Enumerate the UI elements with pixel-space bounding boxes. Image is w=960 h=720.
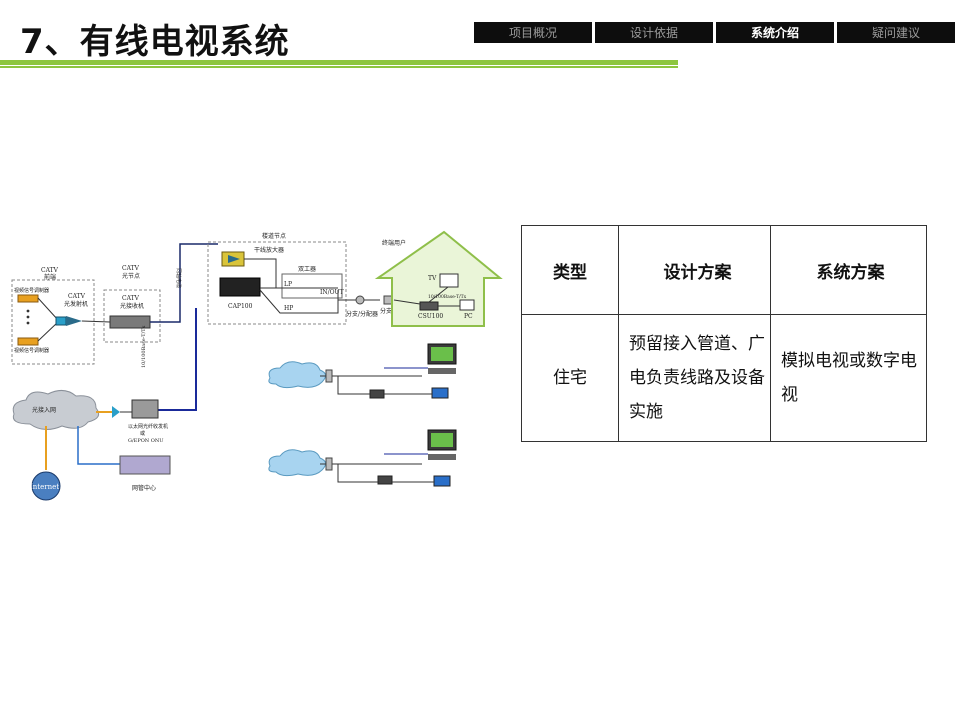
sub-cloud-2 (268, 449, 326, 477)
label-mod-1: 视频信号调制器 (14, 287, 49, 294)
headend-box (11, 279, 95, 365)
label-catv-tx: CATV (68, 293, 86, 300)
cap100-device (219, 277, 261, 297)
duplexer-box (281, 273, 343, 299)
header-divider-thick (0, 60, 678, 65)
label-internet: Internet (30, 483, 59, 491)
label-olt: 以太网光纤收发机 (128, 423, 168, 430)
label-hp: HP (284, 305, 293, 312)
catv-network-diagram: CATV 前端 视频信号调制器 视频信号调制器 CATV 光发射机 CATV 光… (8, 218, 508, 510)
cell-design: 预留接入管道、广电负责线路及设备实施 (618, 314, 771, 442)
label-link-home: 10/100Base-T/Tx (428, 294, 467, 300)
header-type: 类型 (521, 225, 619, 315)
tab-questions[interactable]: 疑问建议 (837, 22, 955, 43)
label-csu100: CSU100 (418, 313, 443, 320)
top-nav: 项目概况 设计依据 系统介绍 疑问建议 (474, 22, 955, 43)
label-optical-node: 光节点 (122, 272, 140, 280)
label-olt-or: 或 (140, 430, 145, 437)
label-trunk-amp: 干线放大器 (254, 246, 284, 254)
label-link-vertical: 10/100Base-T/Tx (141, 325, 147, 368)
label-olt-type: G/EPON ONU (128, 438, 163, 444)
label-nms: 网管中心 (132, 484, 156, 492)
label-terminal-user: 终端用户 (382, 239, 406, 247)
label-head-end: 前端 (44, 273, 56, 281)
label-lp: LP (284, 281, 292, 288)
label-building-node: 楼道节点 (262, 232, 286, 240)
label-cap100: CAP100 (228, 303, 253, 310)
cell-system: 模拟电视或数字电视 (770, 314, 927, 442)
cell-type: 住宅 (521, 314, 619, 442)
tv-icon (439, 273, 459, 288)
label-trunk-cable: 同轴电缆 (175, 268, 182, 288)
label-catv-node: CATV (122, 265, 140, 272)
optical-transmitter-icon (66, 316, 82, 326)
sub-laptop-1 (431, 387, 449, 399)
modulator-1 (17, 294, 39, 303)
label-branch: 分支器 (380, 307, 398, 315)
combiner (55, 316, 67, 326)
label-duplexer: 双工器 (298, 266, 316, 273)
system-spec-table: 类型 设计方案 系统方案 住宅 预留接入管道、广电负责线路及设备实施 模拟电视或… (521, 225, 927, 442)
label-opt-tx: 光发射机 (64, 300, 88, 308)
optical-node-box (103, 289, 161, 343)
modulator-2 (17, 337, 39, 346)
label-catv-rx: CATV (122, 295, 140, 302)
tab-system-intro[interactable]: 系统介绍 (716, 22, 834, 43)
label-in-out: IN/OUT (320, 289, 344, 296)
label-opt-rx: 光接收机 (120, 302, 144, 310)
csu100-device (419, 301, 439, 311)
nms-servers (119, 455, 171, 475)
header-design: 设计方案 (618, 225, 771, 315)
table-header-row: 类型 设计方案 系统方案 (521, 225, 927, 315)
fiber-link-icon (112, 406, 120, 418)
pc-icon (459, 299, 475, 311)
splitter-device (355, 295, 365, 305)
label-tv: TV (428, 275, 437, 282)
sub-cloud-1 (268, 361, 326, 389)
header-divider-thin (0, 66, 678, 68)
header-system: 系统方案 (770, 225, 927, 315)
olt-device (131, 399, 159, 419)
internet-globe-icon (31, 471, 61, 501)
fiber-access-cloud (12, 390, 100, 430)
label-fiber-access: 光接入网 (32, 406, 56, 414)
label-catv-head: CATV (41, 267, 59, 274)
tab-design-basis[interactable]: 设计依据 (595, 22, 713, 43)
table-row: 住宅 预留接入管道、广电负责线路及设备实施 模拟电视或数字电视 (521, 314, 927, 442)
sub-laptop-2 (433, 475, 451, 487)
label-mod-2: 视频信号调制器 (14, 347, 49, 354)
label-splitter: 分支/分配器 (346, 310, 378, 318)
page-title: 7、有线电视系统 (20, 22, 290, 62)
tab-project-overview[interactable]: 项目概况 (474, 22, 592, 43)
label-pc: PC (464, 313, 473, 320)
